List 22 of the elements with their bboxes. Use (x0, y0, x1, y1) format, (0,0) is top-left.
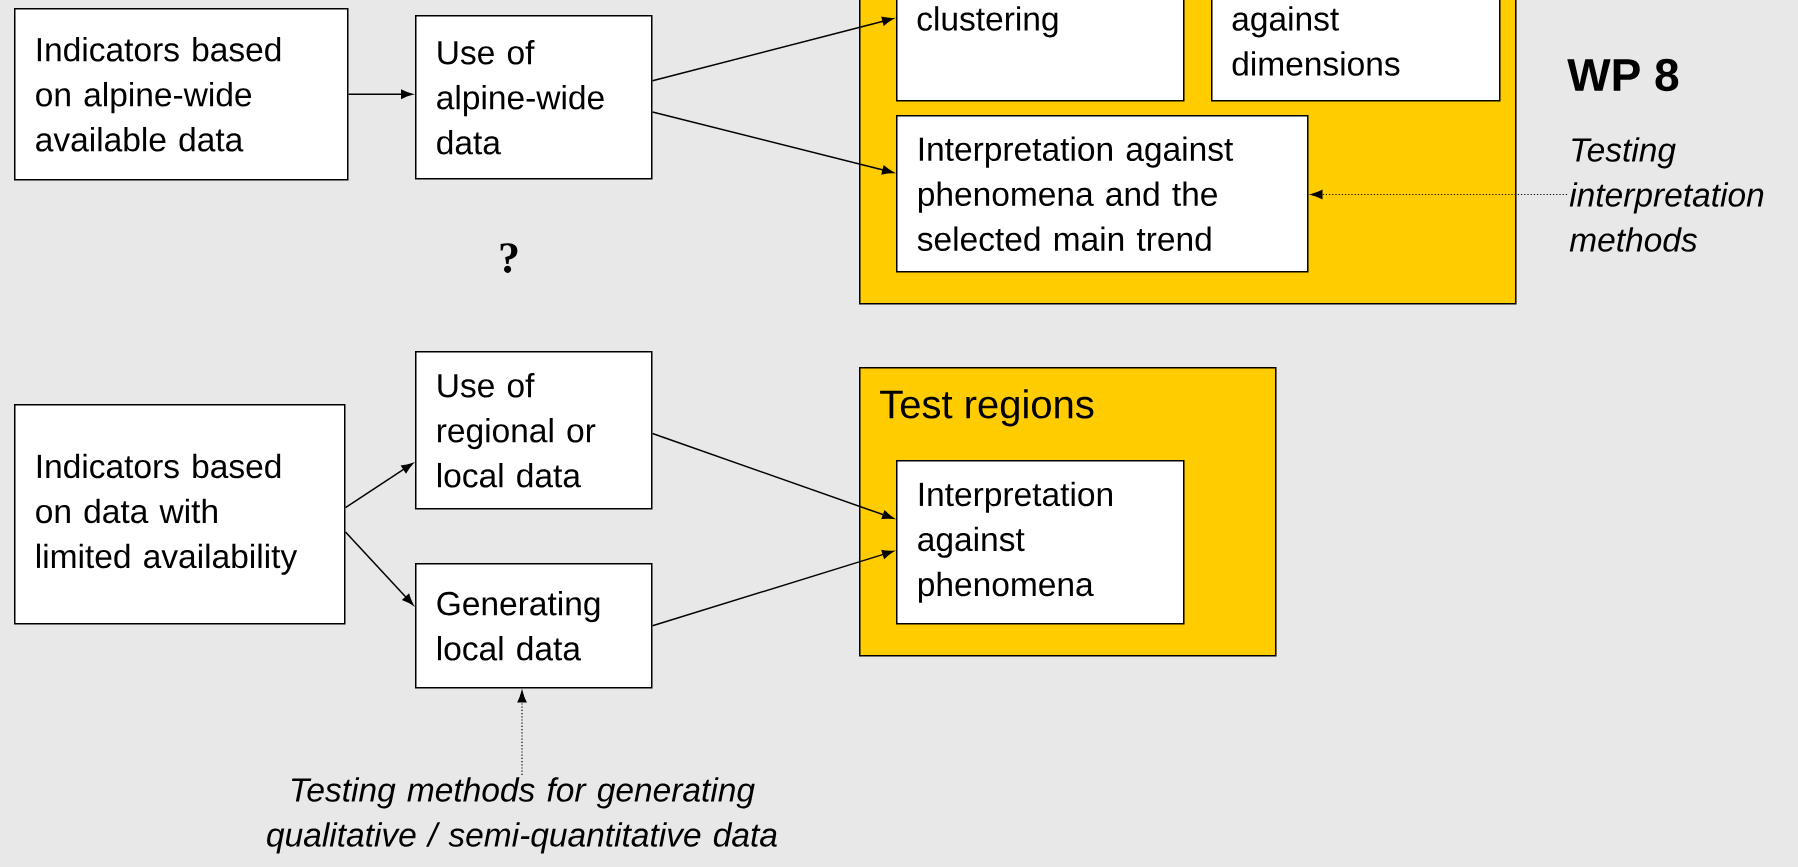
arrow (344, 531, 414, 606)
arrow (517, 690, 527, 776)
process-box: Interpretation against phenomena and the selected main trend (896, 115, 1309, 273)
process-box: Interpretation against phenomena (896, 460, 1185, 625)
arrow (347, 89, 413, 99)
note-text: Testing interpretation methods (1569, 137, 1764, 252)
question-mark: ? (500, 243, 518, 273)
arrow (1310, 189, 1568, 200)
arrow (651, 111, 894, 175)
process-box: Use of alpine-wide data (415, 15, 653, 180)
section-label: WP 8 (1567, 58, 1679, 92)
arrow (344, 463, 414, 509)
note-text: Testing methods for generating qualitative / semi-quantitative data (267, 777, 777, 854)
arrow (651, 432, 894, 520)
process-box: Use of regional or local data (415, 351, 653, 510)
process-box: clustering (896, 0, 1185, 102)
process-box: Indicators based on alpine-wide available data (14, 8, 349, 181)
process-box: Generating local data (415, 563, 653, 689)
arrow (651, 550, 894, 627)
process-box: Indicators based on data with limited availability (14, 404, 346, 625)
arrow (651, 16, 894, 82)
process-box: against dimensions (1211, 0, 1501, 102)
